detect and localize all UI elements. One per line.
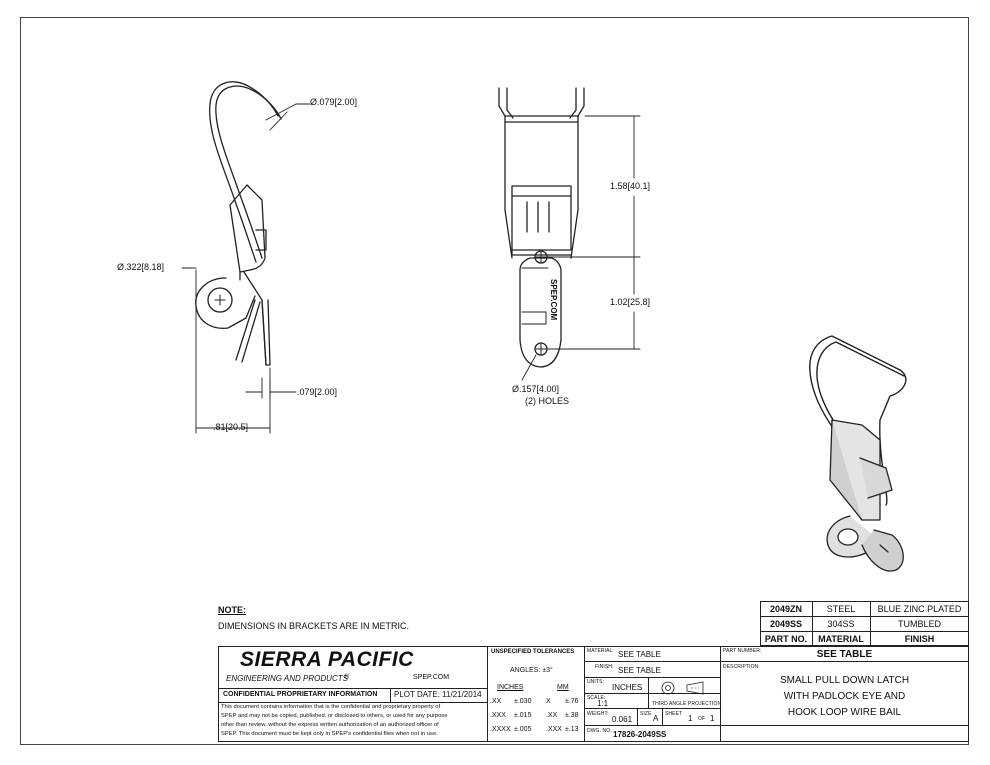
part-number-label: PART NUMBER: — [723, 648, 762, 654]
tolerances-mm-label: MM — [557, 684, 569, 691]
tol-row-3-mm-key: .XXX — [546, 726, 562, 733]
hole-diameter-dim: Ø.157[4.00] — [512, 384, 560, 394]
thickness-dim: .079[2.00] — [297, 387, 338, 397]
part-header-part: PART NO. — [764, 634, 808, 644]
height-lower-dim: 1.02[25.8] — [610, 297, 651, 307]
projection-label: THIRD ANGLE PROJECTION — [652, 701, 722, 707]
material-label: MATERIAL: — [587, 648, 614, 654]
description-line-3: HOOK LOOP WIRE BAIL — [787, 707, 902, 718]
scale-label: SCALE: — [587, 695, 606, 701]
part-row-2-finish: TUMBLED — [897, 619, 941, 629]
of-label: OF — [698, 716, 706, 722]
description-label: DESCRIPTION: — [723, 664, 760, 670]
company-sub: ENGINEERING AND PRODUCTS — [226, 674, 348, 683]
finish-value: SEE TABLE — [618, 666, 661, 675]
size-label: SIZE — [640, 711, 652, 717]
sheet-value: 1 — [688, 714, 693, 723]
part-header-material: MATERIAL — [818, 634, 864, 644]
tol-row-1-mm-val: ±.76 — [565, 698, 579, 705]
tol-row-2-in-key: .XXX — [490, 712, 506, 719]
front-view — [498, 87, 585, 368]
weight-value: 0.061 — [612, 715, 633, 724]
tolerances-inches-label: INCHES — [497, 684, 524, 691]
part-header-finish: FINISH — [904, 634, 935, 644]
size-value: A — [653, 714, 659, 723]
side-view — [195, 81, 282, 366]
part-engraving: SPEP.COM — [549, 279, 558, 321]
company-website: SPEP.COM — [413, 674, 450, 681]
part-row-1-material: STEEL — [826, 604, 856, 614]
sheet-label-text: SHEET — [665, 711, 683, 717]
tol-row-3-in-key: .XXXX — [490, 726, 511, 733]
isometric-view — [809, 335, 907, 572]
confidential-title: CONFIDENTIAL PROPRIETARY INFORMATION — [223, 691, 378, 698]
title-block — [218, 646, 969, 742]
company-name: SIERRA PACIFIC — [240, 648, 414, 671]
tol-row-1-mm-key: X — [546, 698, 551, 705]
confidential-line-1: This document contains information that … — [221, 704, 441, 710]
part-row-2-part: 2049SS — [769, 619, 803, 629]
eye-diameter-dim: Ø.322[8.18] — [117, 262, 165, 272]
front-dimensions — [521, 115, 641, 381]
part-table — [760, 601, 969, 646]
units-value: INCHES — [612, 683, 643, 692]
confidential-line-4: SPEP. This document must be kept only in… — [221, 731, 438, 737]
part-row-1-part: 2049ZN — [769, 604, 803, 614]
registered-mark: ® — [344, 674, 350, 681]
confidential-line-3: other than review, without the express w… — [221, 722, 439, 728]
tolerances-title: UNSPECIFIED TOLERANCES — [491, 649, 575, 655]
plot-date: PLOT DATE: 11/21/2014 — [394, 690, 482, 699]
description-line-1: SMALL PULL DOWN LATCH — [779, 675, 910, 686]
depth-dim: .81[20.5] — [213, 422, 249, 432]
dwg-value: 17826-2049SS — [613, 730, 667, 739]
dwg-label: DWG. NO. — [587, 728, 612, 734]
third-angle-projection-icon — [661, 681, 704, 695]
tol-row-1-in-val: ±.030 — [514, 698, 532, 705]
description-line-2: WITH PADLOCK EYE AND — [783, 691, 906, 702]
tol-row-2-in-val: ±.015 — [514, 712, 532, 719]
finish-label: FINISH: — [595, 664, 614, 670]
scale-value: 1:1 — [597, 699, 609, 708]
tol-row-1-in-key: .XX — [490, 698, 502, 705]
confidential-line-2: SPEP and may not be copied, published, o… — [221, 713, 448, 719]
tol-row-3-in-val: ±.005 — [514, 726, 532, 733]
weight-label: WEIGHT: — [587, 711, 609, 717]
part-row-1-finish: BLUE ZINC PLATED — [877, 604, 962, 614]
sheet-border — [20, 17, 969, 745]
side-dimensions — [181, 103, 311, 434]
part-number-value: SEE TABLE — [816, 649, 873, 660]
tol-row-2-mm-key: .XX — [546, 712, 558, 719]
part-row-2-material: 304SS — [827, 619, 855, 629]
note-heading: NOTE: — [218, 605, 246, 615]
tol-row-2-mm-val: ±.38 — [565, 712, 579, 719]
tol-row-3-mm-val: ±.13 — [565, 726, 579, 733]
material-value: SEE TABLE — [618, 650, 661, 659]
tolerances-angles: ANGLES: ±3° — [510, 667, 553, 674]
wire-diameter-dim: Ø.079[2.00] — [310, 97, 358, 107]
note-text: DIMENSIONS IN BRACKETS ARE IN METRIC. — [218, 621, 410, 631]
hole-count-dim: (2) HOLES — [525, 396, 570, 406]
units-label: UNITS: — [587, 679, 604, 685]
height-upper-dim: 1.58[40.1] — [610, 181, 651, 191]
of-value: 1 — [710, 714, 715, 723]
